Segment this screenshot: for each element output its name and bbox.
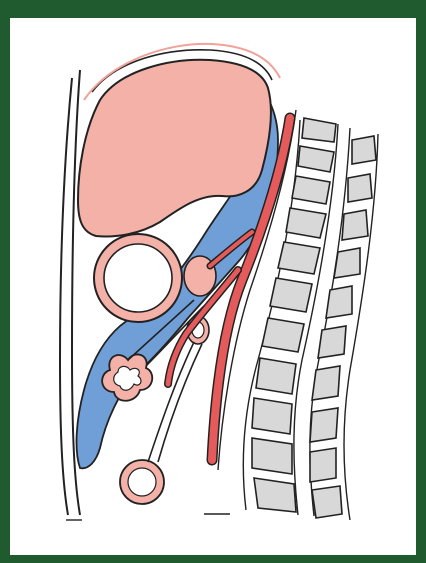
transverse-colon	[94, 234, 182, 322]
lower-outlines	[66, 514, 230, 520]
small-bowel-loop-lower	[120, 460, 164, 504]
